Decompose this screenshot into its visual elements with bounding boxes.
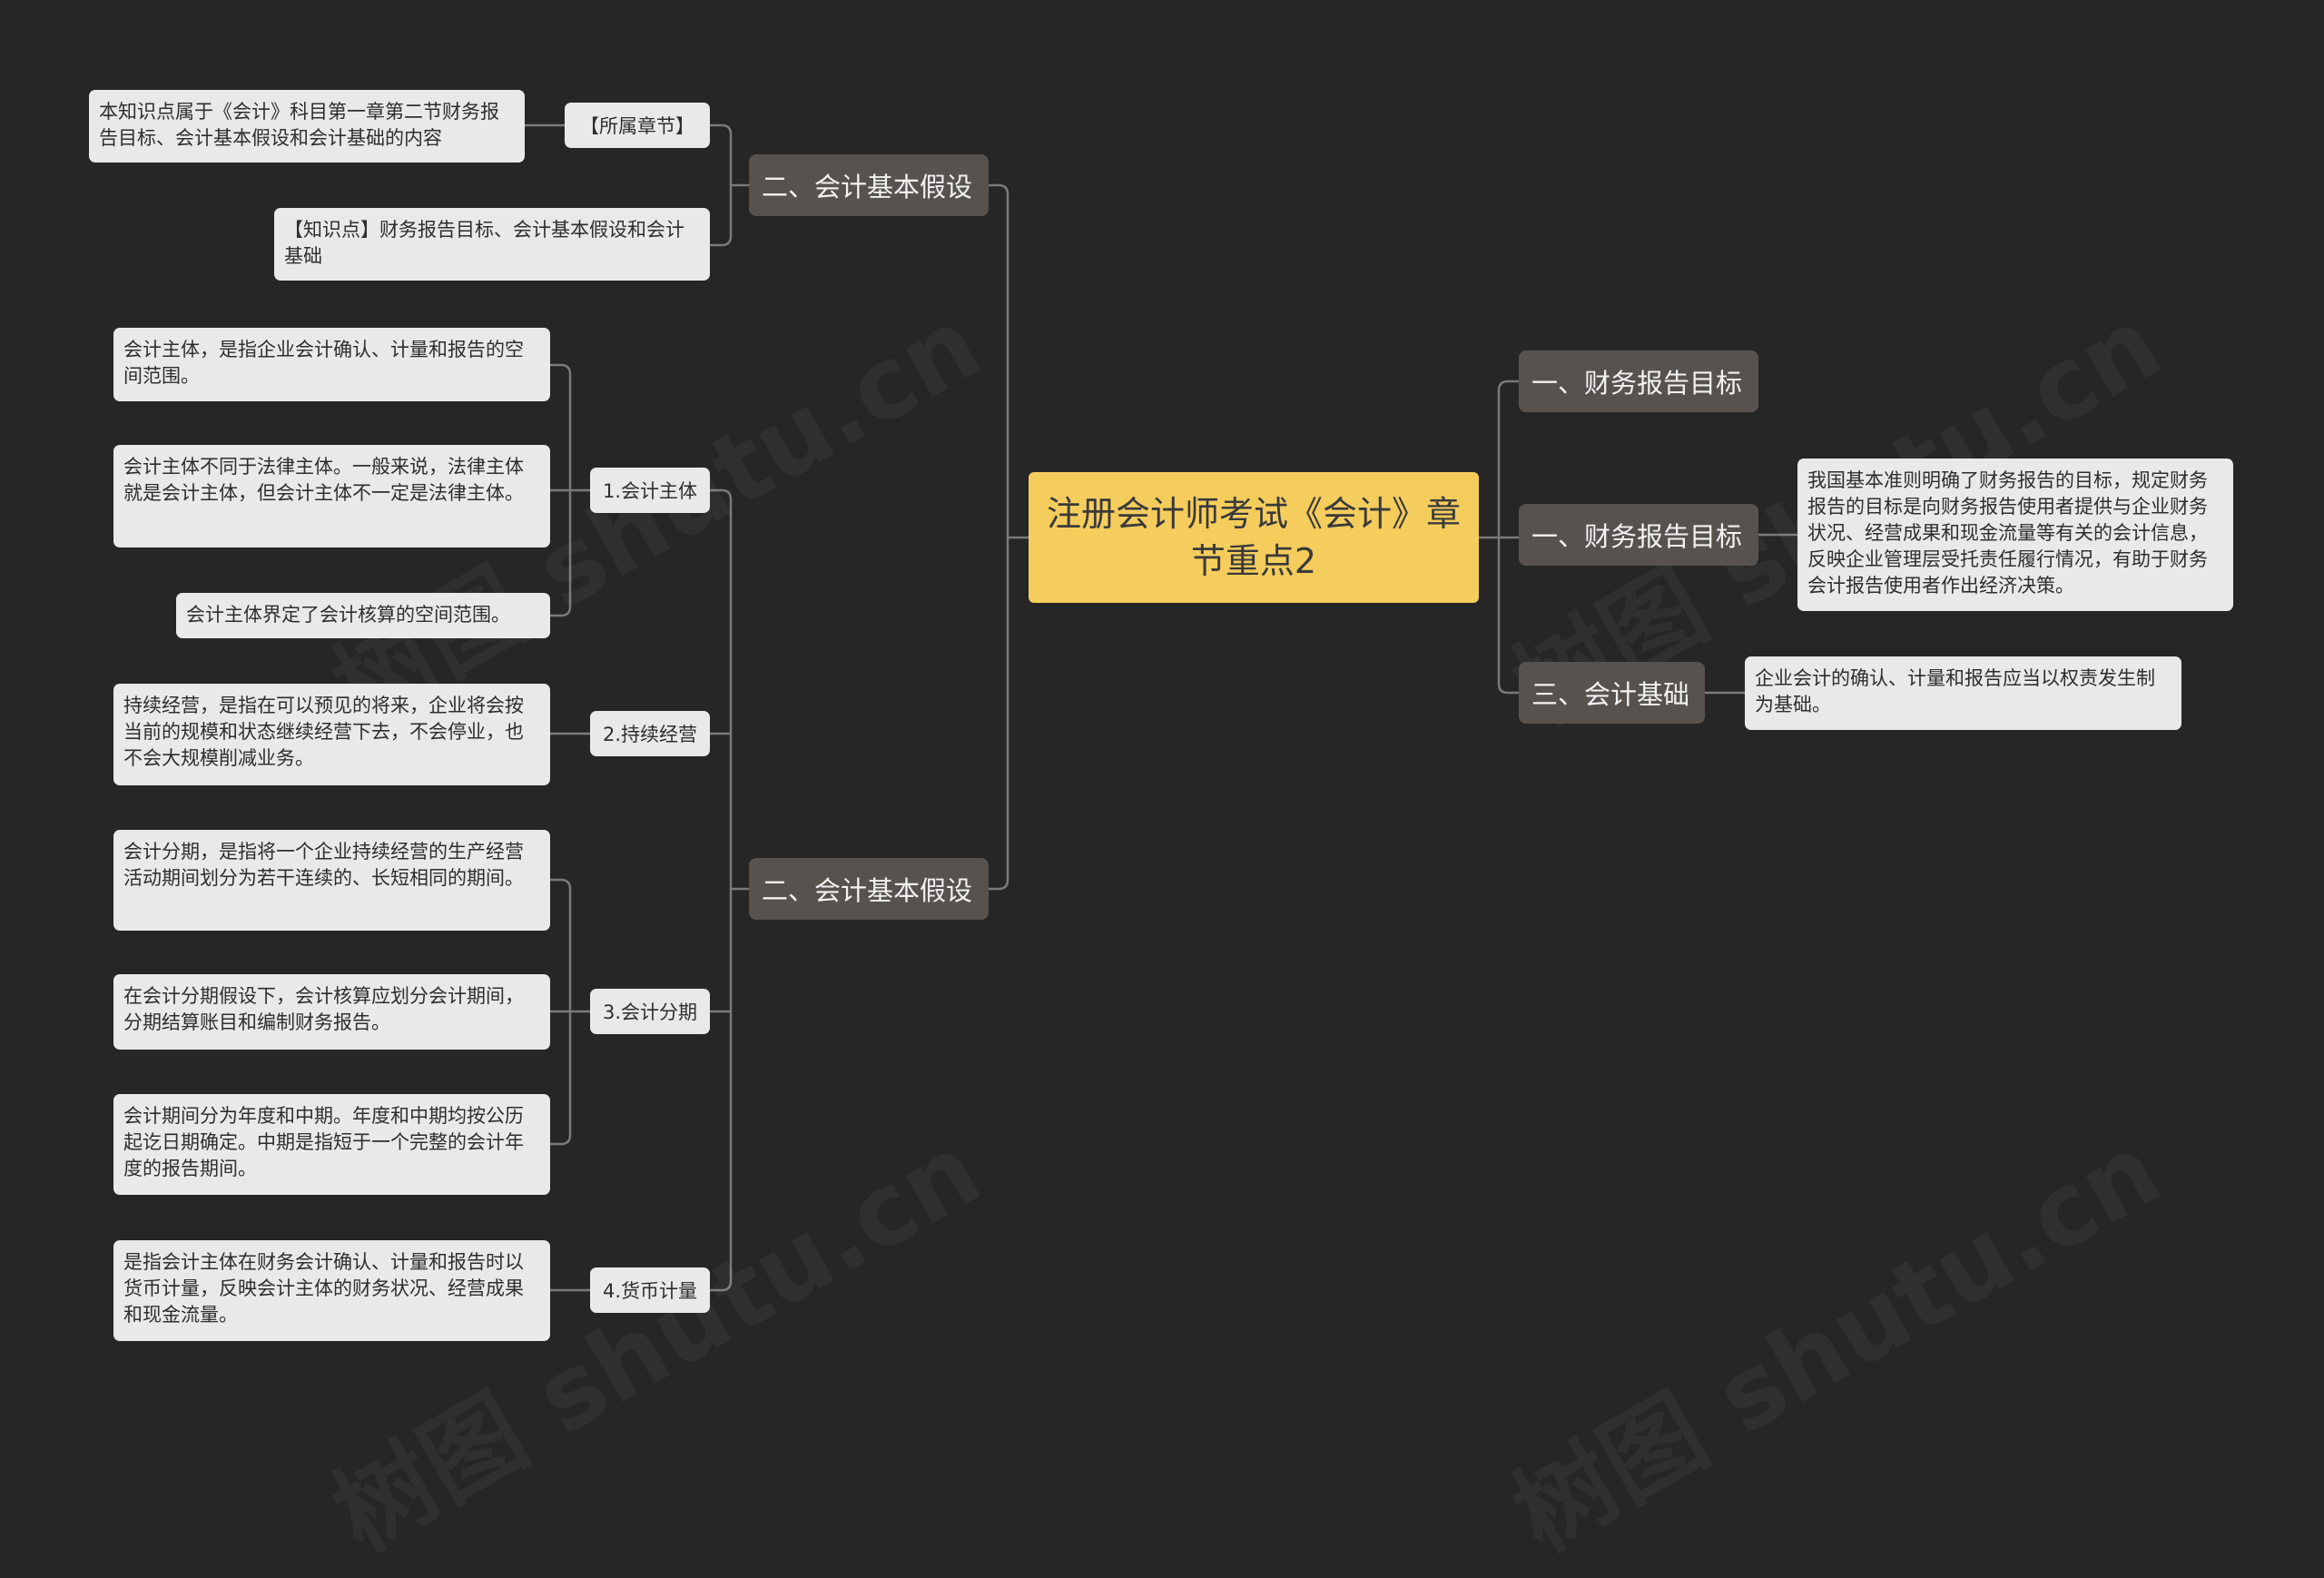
branch-report-objective-1[interactable]: 一、财务报告目标	[1519, 350, 1758, 412]
branch-accounting-assumptions[interactable]: 二、会计基本假设	[749, 858, 989, 920]
sub-accounting-period[interactable]: 3.会计分期	[590, 989, 710, 1034]
branch-accounting-assumptions-top[interactable]: 二、会计基本假设	[749, 154, 989, 216]
leaf-report-objective[interactable]: 我国基本准则明确了财务报告的目标，规定财务报告的目标是向财务报告使用者提供与企业…	[1797, 459, 2233, 611]
sub-chapter[interactable]: 【所属章节】	[565, 103, 710, 148]
link-root-left	[989, 183, 1029, 891]
link-mid-left	[710, 488, 749, 1292]
leaf-chapter-text[interactable]: 本知识点属于《会计》科目第一章第二节财务报告目标、会计基本假设和会计基础的内容	[89, 90, 525, 163]
branch-report-objective-2[interactable]: 一、财务报告目标	[1519, 504, 1758, 566]
link-root-right	[1479, 380, 1519, 695]
sub-accounting-entity[interactable]: 1.会计主体	[590, 468, 710, 513]
leaf-monetary-measurement[interactable]: 是指会计主体在财务会计确认、计量和报告时以货币计量，反映会计主体的财务状况、经营…	[113, 1240, 550, 1341]
leaf-entity-vs-legal[interactable]: 会计主体不同于法律主体。一般来说，法律主体就是会计主体，但会计主体不一定是法律主…	[113, 445, 550, 547]
link-s3	[550, 878, 590, 1146]
link-top-left	[710, 123, 749, 247]
leaf-entity-scope[interactable]: 会计主体界定了会计核算的空间范围。	[176, 593, 550, 638]
leaf-accrual-basis[interactable]: 企业会计的确认、计量和报告应当以权责发生制为基础。	[1745, 656, 2181, 730]
leaf-going-concern[interactable]: 持续经营，是指在可以预见的将来，企业将会按当前的规模和状态继续经营下去，不会停业…	[113, 684, 550, 785]
link-s1	[550, 363, 590, 617]
root-topic[interactable]: 注册会计师考试《会计》章节重点2	[1029, 472, 1479, 603]
sub-monetary-measurement[interactable]: 4.货币计量	[590, 1267, 710, 1313]
leaf-period-reporting[interactable]: 在会计分期假设下，会计核算应划分会计期间，分期结算账目和编制财务报告。	[113, 974, 550, 1050]
leaf-period-definition[interactable]: 会计分期，是指将一个企业持续经营的生产经营活动期间划分为若干连续的、长短相同的期…	[113, 830, 550, 931]
connector-lines	[525, 123, 1797, 1292]
leaf-entity-definition[interactable]: 会计主体，是指企业会计确认、计量和报告的空间范围。	[113, 328, 550, 401]
branch-accounting-basis[interactable]: 三、会计基础	[1519, 662, 1705, 724]
leaf-period-types[interactable]: 会计期间分为年度和中期。年度和中期均按公历起讫日期确定。中期是指短于一个完整的会…	[113, 1094, 550, 1195]
sub-going-concern[interactable]: 2.持续经营	[590, 711, 710, 756]
mind-map-canvas: 树图 shutu.cn 树图 shutu.cn 树图 shutu.cn 树图 s…	[89, 90, 2233, 1341]
leaf-knowledge-point[interactable]: 【知识点】财务报告目标、会计基本假设和会计基础	[274, 208, 710, 281]
